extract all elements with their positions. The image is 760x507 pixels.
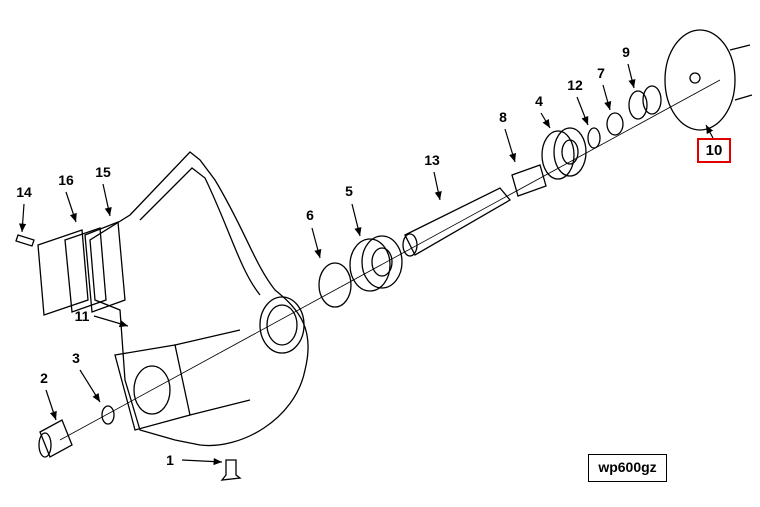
- ring-12: [587, 127, 601, 149]
- highlighted-callout-10[interactable]: 10: [697, 138, 731, 163]
- seal-7: [606, 112, 624, 136]
- fitting-1: [220, 459, 242, 481]
- callout-9: 9: [622, 44, 630, 60]
- sleeve-2-end: [38, 432, 52, 458]
- callout-12: 12: [567, 77, 583, 93]
- bolt-14: [15, 234, 35, 247]
- callout-14: 14: [16, 184, 32, 200]
- leader-arrows: [19, 63, 714, 466]
- callout-15: 15: [95, 164, 111, 180]
- callout-13: 13: [424, 152, 440, 168]
- seal-9: [628, 85, 662, 120]
- callout-16: 16: [58, 172, 74, 188]
- callout-4: 4: [535, 93, 543, 109]
- impeller-10: [664, 29, 753, 131]
- callout-11: 11: [74, 308, 90, 324]
- pump-housing: [89, 151, 309, 447]
- snap-ring-6: [318, 262, 352, 308]
- drawing-code-label: wp600gz: [588, 454, 667, 482]
- gasket-15: [84, 221, 126, 313]
- bearing-5: [349, 235, 403, 292]
- bearing-4: [541, 127, 587, 180]
- callout-3: 3: [72, 350, 80, 366]
- callout-6: 6: [306, 207, 314, 223]
- sleeve-2: [39, 419, 73, 458]
- sleeve-8: [511, 164, 547, 197]
- callout-5: 5: [345, 183, 353, 199]
- callout-1: 1: [166, 452, 174, 468]
- o-ring-3: [101, 405, 115, 425]
- shaft-13: [404, 187, 511, 256]
- gasket-16: [64, 227, 107, 313]
- callout-8: 8: [499, 109, 507, 125]
- callout-7: 7: [597, 65, 605, 81]
- cover-plate: [37, 229, 89, 316]
- callout-2: 2: [40, 370, 48, 386]
- shaft-spline: [402, 233, 418, 257]
